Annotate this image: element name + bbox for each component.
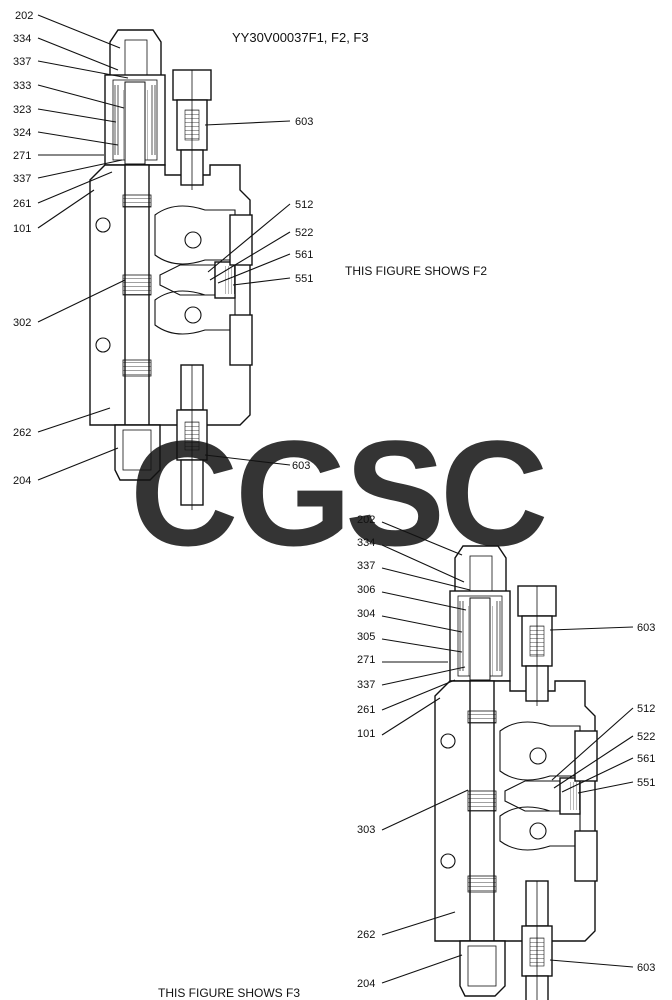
f2-label-323: 323 <box>13 104 31 116</box>
f3-label-202: 202 <box>357 514 375 526</box>
f2-label-271: 271 <box>13 150 31 162</box>
f2-label-262: 262 <box>13 427 31 439</box>
f3-label-101: 101 <box>357 728 375 740</box>
f2-label-334: 334 <box>13 33 31 45</box>
watermark-letter-3: S <box>345 409 445 577</box>
f3-label-603-top: 603 <box>637 622 655 634</box>
figure-f2-labels: 202 334 337 333 323 324 271 337 261 101 … <box>13 10 313 487</box>
f2-label-333: 333 <box>13 80 31 92</box>
f2-label-324: 324 <box>13 127 31 139</box>
f2-label-512: 512 <box>295 199 313 211</box>
f2-label-261: 261 <box>13 198 31 210</box>
figure-f3-leaders <box>381 521 634 984</box>
f3-label-304: 304 <box>357 608 375 620</box>
f3-label-262: 262 <box>357 929 375 941</box>
watermark-letter-4: C <box>440 409 548 577</box>
f3-label-261: 261 <box>357 704 375 716</box>
f3-label-551: 551 <box>637 777 655 789</box>
figure-f3-caption: THIS FIGURE SHOWS F3 <box>158 986 300 1000</box>
f2-label-561: 561 <box>295 249 313 261</box>
f3-label-334: 334 <box>357 537 375 549</box>
f2-label-204: 204 <box>13 475 31 487</box>
f3-label-603-bottom: 603 <box>637 962 655 974</box>
f3-label-303: 303 <box>357 824 375 836</box>
watermark-letter-2: G <box>235 409 352 577</box>
f3-label-204: 204 <box>357 978 375 990</box>
figure-f2-leaders <box>37 14 291 481</box>
f3-label-522: 522 <box>637 731 655 743</box>
figure-f3-labels: 202 334 337 306 304 305 271 337 261 101 … <box>357 514 655 990</box>
document-title: YY30V00037F1, F2, F3 <box>232 30 369 45</box>
f2-label-522: 522 <box>295 227 313 239</box>
figure-f3-drawing <box>434 545 598 1000</box>
f3-label-337: 337 <box>357 560 375 572</box>
figure-f2-caption: THIS FIGURE SHOWS F2 <box>345 264 487 278</box>
f3-label-306: 306 <box>357 584 375 596</box>
f2-label-337b: 337 <box>13 173 31 185</box>
f3-label-561: 561 <box>637 753 655 765</box>
f3-label-271: 271 <box>357 654 375 666</box>
f2-label-202: 202 <box>15 10 33 22</box>
f3-label-337b: 337 <box>357 679 375 691</box>
watermark-letter-1: C <box>130 409 238 577</box>
f2-label-603-bottom: 603 <box>292 460 310 472</box>
f2-label-337: 337 <box>13 56 31 68</box>
f3-label-305: 305 <box>357 631 375 643</box>
f2-label-603-top: 603 <box>295 116 313 128</box>
f2-label-302: 302 <box>13 317 31 329</box>
cgsc-watermark: C G S C <box>130 409 548 577</box>
f3-label-512: 512 <box>637 703 655 715</box>
f2-label-551: 551 <box>295 273 313 285</box>
f2-label-101: 101 <box>13 223 31 235</box>
